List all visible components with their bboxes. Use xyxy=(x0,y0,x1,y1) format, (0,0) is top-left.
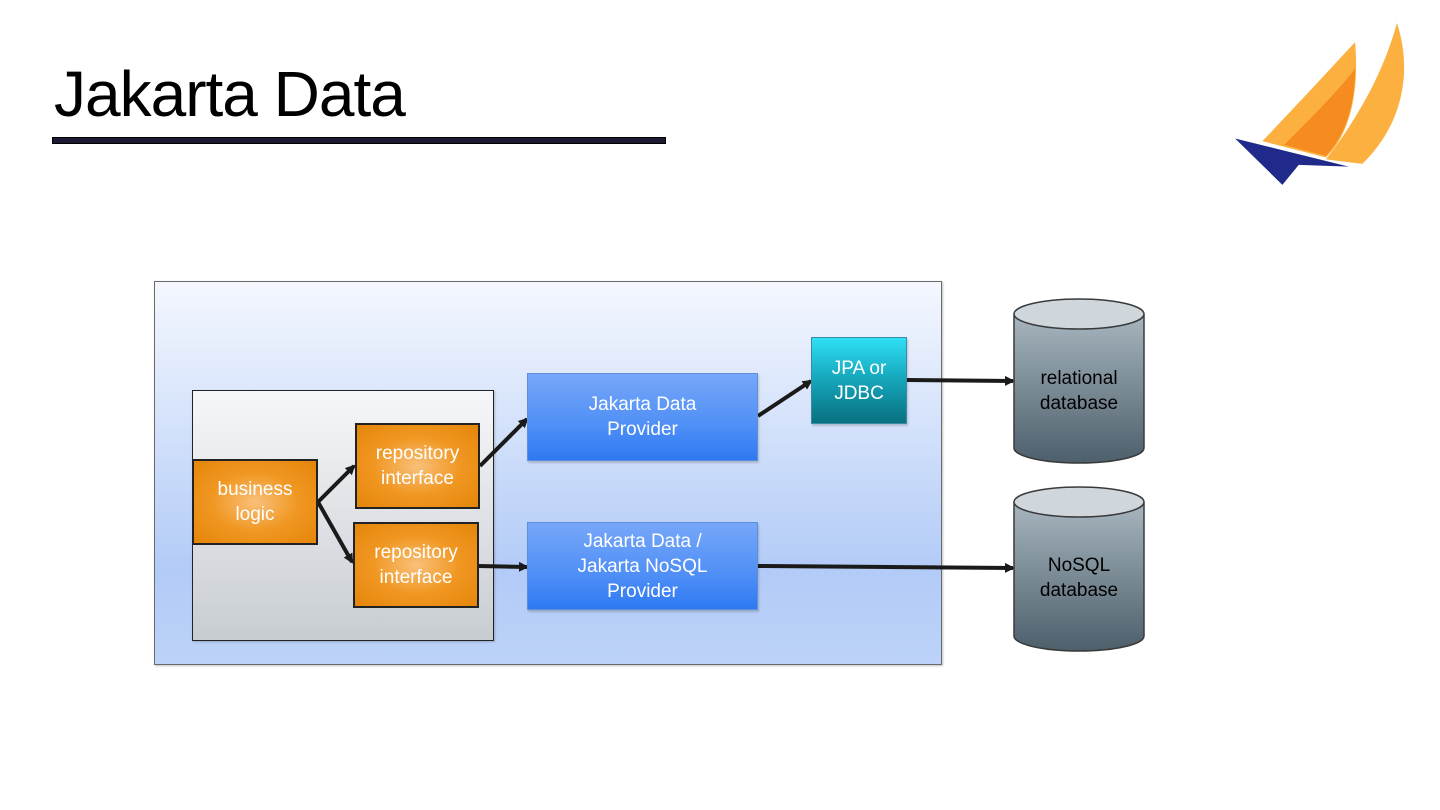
repository-interface-node-2: repository interface xyxy=(353,522,479,608)
relational-db-label-line-2: database xyxy=(1039,393,1119,414)
jpa-jdbc-label-line-2: JDBC xyxy=(834,382,884,404)
logo-sail-overlap xyxy=(1284,68,1356,156)
nosql-db-label-line-1: NoSQL xyxy=(1047,555,1111,576)
jakarta-nosql-provider-label-line-2: Jakarta NoSQL xyxy=(577,555,708,577)
logo-hull xyxy=(1235,138,1349,185)
business-logic-node: business logic xyxy=(192,459,318,545)
jpa-jdbc-node: JPA or JDBC xyxy=(811,337,907,424)
relational-db-label-line-1: relational xyxy=(1040,368,1118,389)
title-underline xyxy=(52,137,666,144)
nosql-db-label-line-2: database xyxy=(1039,580,1119,601)
repository-interface-2-label-line-2: interface xyxy=(379,567,453,588)
business-logic-label-line-2: logic xyxy=(235,504,275,525)
repository-interface-1-label-line-2: interface xyxy=(381,468,454,489)
jakarta-data-provider-label-line-2: Provider xyxy=(607,419,678,440)
repository-interface-node-1: repository interface xyxy=(355,423,480,509)
jakarta-nosql-provider-label-line-3: Provider xyxy=(607,580,678,602)
business-logic-label-line-1: business xyxy=(217,479,293,500)
repository-interface-1-label-line-1: repository xyxy=(375,443,460,464)
jpa-jdbc-label-line-1: JPA or xyxy=(831,357,887,379)
jakarta-nosql-provider-label-line-1: Jakarta Data / xyxy=(583,530,702,552)
database-cylinder-icon xyxy=(1013,486,1145,652)
logo-back-sail xyxy=(1326,23,1405,164)
nosql-database: NoSQL database xyxy=(1012,484,1146,656)
jakarta-nosql-provider-node: Jakarta Data / Jakarta NoSQL Provider xyxy=(527,522,758,610)
slide-title: Jakarta Data xyxy=(54,58,406,130)
jakarta-sailboat-logo-icon xyxy=(1235,23,1405,185)
database-cylinder-icon xyxy=(1013,298,1145,464)
relational-database: relational database xyxy=(1012,296,1146,468)
jakarta-data-provider-label-line-1: Jakarta Data xyxy=(588,394,697,415)
jakarta-data-provider-node: Jakarta Data Provider xyxy=(527,373,758,461)
repository-interface-2-label-line-1: repository xyxy=(374,542,458,563)
